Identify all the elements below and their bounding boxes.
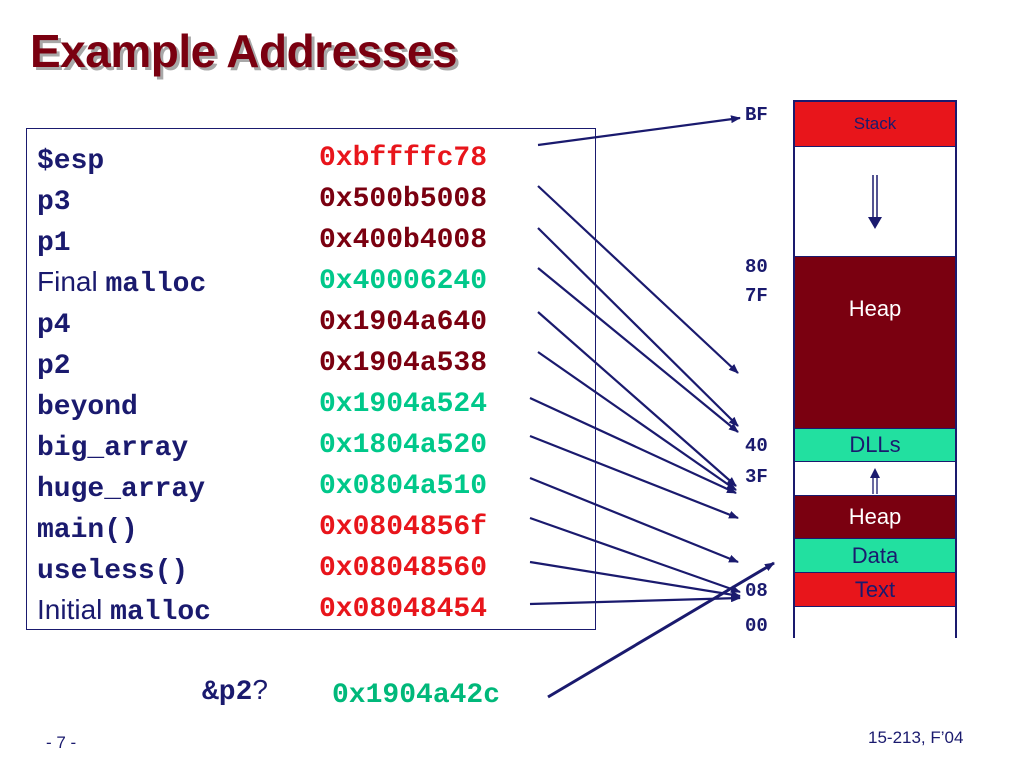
table-row: big_array 0x1804a520: [27, 426, 595, 466]
address-label-bf: BF: [745, 104, 768, 126]
address-label-40: 40: [745, 435, 768, 457]
arrow-p3: [537, 185, 739, 374]
heap-growth-up-icon: [870, 467, 880, 494]
address-label-80: 80: [745, 256, 768, 278]
table-row: Initial malloc 0x08048454: [27, 590, 595, 630]
table-row: Final malloc 0x40006240: [27, 262, 595, 302]
variable-name: useless(): [37, 556, 189, 587]
address-label-00: 00: [745, 615, 768, 637]
variable-name: main(): [37, 515, 138, 546]
arrow-final-malloc: [537, 267, 739, 433]
variable-name: p2: [37, 351, 71, 382]
variable-name: p3: [37, 187, 71, 218]
variable-name: huge_array: [37, 474, 206, 505]
variable-name: Final malloc: [37, 266, 207, 300]
page-number: - 7 -: [46, 733, 77, 752]
variable-address: 0x08048454: [319, 594, 488, 625]
arrow-p4: [537, 311, 737, 487]
slide-title: Example Addresses: [30, 25, 458, 77]
address-label-3f: 3F: [745, 466, 768, 488]
table-row: p4 0x1904a640: [27, 303, 595, 343]
p2-address-question: &p2?: [202, 674, 268, 708]
segment-stack: Stack: [795, 102, 955, 146]
segment-bottom: [795, 606, 955, 638]
arrow-p2-address: [547, 561, 775, 699]
table-row: useless() 0x08048560: [27, 549, 595, 589]
memory-map: Stack Heap DLLs Heap Data Text: [793, 100, 957, 638]
arrow-initial-malloc: [529, 594, 741, 606]
variable-address: 0x1804a520: [319, 430, 488, 461]
arrow-esp: [537, 115, 741, 147]
variable-address: 0x40006240: [319, 266, 488, 297]
variable-address: 0x1904a524: [319, 389, 488, 420]
segment-dlls: DLLs: [795, 428, 955, 461]
table-row: p3 0x500b5008: [27, 180, 595, 220]
arrow-main: [529, 516, 741, 594]
variable-address: 0x1904a538: [319, 348, 488, 379]
table-row: p1 0x400b4008: [27, 221, 595, 261]
arrow-beyond: [529, 397, 737, 494]
segment-free-upper: [795, 146, 955, 256]
table-row: $esp 0xbffffc78: [27, 139, 595, 179]
variable-address: 0x1904a640: [319, 307, 488, 338]
variable-name: p1: [37, 228, 71, 259]
table-row: huge_array 0x0804a510: [27, 467, 595, 507]
segment-free-lower: [795, 461, 955, 495]
arrow-p2: [537, 351, 737, 491]
variable-name: $esp: [37, 146, 105, 177]
variable-name: beyond: [37, 392, 138, 423]
variable-address: 0x0804856f: [319, 512, 488, 543]
stack-growth-down-icon: [868, 174, 882, 229]
variable-address-table: $esp 0xbffffc78 p3 0x500b5008 p1 0x400b4…: [26, 128, 596, 630]
variable-address: 0x500b5008: [319, 184, 488, 215]
address-label-7f: 7F: [745, 285, 768, 307]
arrow-useless: [529, 560, 741, 599]
variable-name: big_array: [37, 433, 189, 464]
arrow-big-array: [529, 434, 739, 520]
arrow-huge-array: [529, 476, 739, 564]
arrow-p1: [537, 227, 739, 427]
p2-address-value: 0x1904a42c: [332, 680, 501, 711]
variable-address: 0x400b4008: [319, 225, 488, 256]
variable-name: Initial malloc: [37, 594, 211, 628]
segment-heap-lower: Heap: [795, 495, 955, 538]
variable-address: 0x08048560: [319, 553, 488, 584]
table-row: beyond 0x1904a524: [27, 385, 595, 425]
segment-heap-upper: Heap: [795, 256, 955, 428]
table-row: main() 0x0804856f: [27, 508, 595, 548]
variable-address: 0x0804a510: [319, 471, 488, 502]
address-label-08: 08: [745, 580, 768, 602]
variable-name: p4: [37, 310, 71, 341]
variable-address: 0xbffffc78: [319, 143, 488, 174]
table-row: p2 0x1904a538: [27, 344, 595, 384]
course-label: 15-213, F’04: [868, 728, 964, 747]
segment-text: Text: [795, 572, 955, 606]
segment-data: Data: [795, 538, 955, 572]
